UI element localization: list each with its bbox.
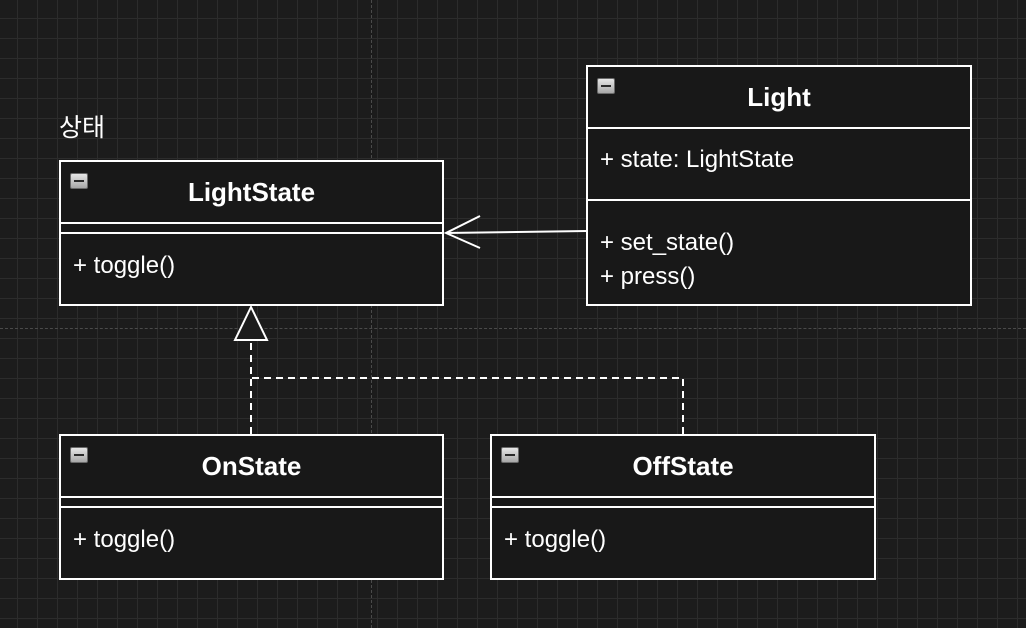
method: + toggle() xyxy=(504,526,607,553)
class-title: OffState xyxy=(632,450,734,481)
collapse-icon[interactable] xyxy=(597,78,615,94)
class-header: OnState xyxy=(61,436,442,498)
methods-section: + toggle() xyxy=(61,508,442,557)
attributes-section xyxy=(61,498,442,508)
class-title: Light xyxy=(747,81,811,112)
group-label: 상태 xyxy=(59,113,106,142)
association-edge[interactable] xyxy=(443,215,588,249)
vertical-page-guide xyxy=(371,0,372,628)
methods-section: + set_state() + press() xyxy=(588,201,970,294)
collapse-icon[interactable] xyxy=(501,447,519,463)
horizontal-page-guide xyxy=(0,328,1026,329)
attribute: + state: LightState xyxy=(600,146,795,173)
class-header: OffState xyxy=(492,436,874,498)
method: + press() xyxy=(600,263,696,290)
method: + set_state() xyxy=(600,229,735,256)
attributes-section xyxy=(61,224,442,234)
class-header: Light xyxy=(588,67,970,129)
attributes-section: + state: LightState xyxy=(588,129,970,201)
class-offstate[interactable]: OffState + toggle() xyxy=(490,434,876,580)
class-onstate[interactable]: OnState + toggle() xyxy=(59,434,444,580)
class-header: LightState xyxy=(61,162,442,224)
hollow-triangle-head xyxy=(233,304,269,341)
class-lightstate[interactable]: LightState + toggle() xyxy=(59,160,444,306)
collapse-icon[interactable] xyxy=(70,173,88,189)
class-light[interactable]: Light + state: LightState + set_state() … xyxy=(586,65,972,306)
collapse-icon[interactable] xyxy=(70,447,88,463)
attributes-section xyxy=(492,498,874,508)
class-title: OnState xyxy=(201,450,302,481)
class-title: LightState xyxy=(187,176,316,207)
methods-section: + toggle() xyxy=(492,508,874,557)
methods-section: + toggle() xyxy=(61,234,442,283)
method: + toggle() xyxy=(73,526,176,553)
method: + toggle() xyxy=(73,252,176,279)
realization-edge-offstate[interactable] xyxy=(251,377,684,434)
open-arrow-head xyxy=(443,215,481,249)
